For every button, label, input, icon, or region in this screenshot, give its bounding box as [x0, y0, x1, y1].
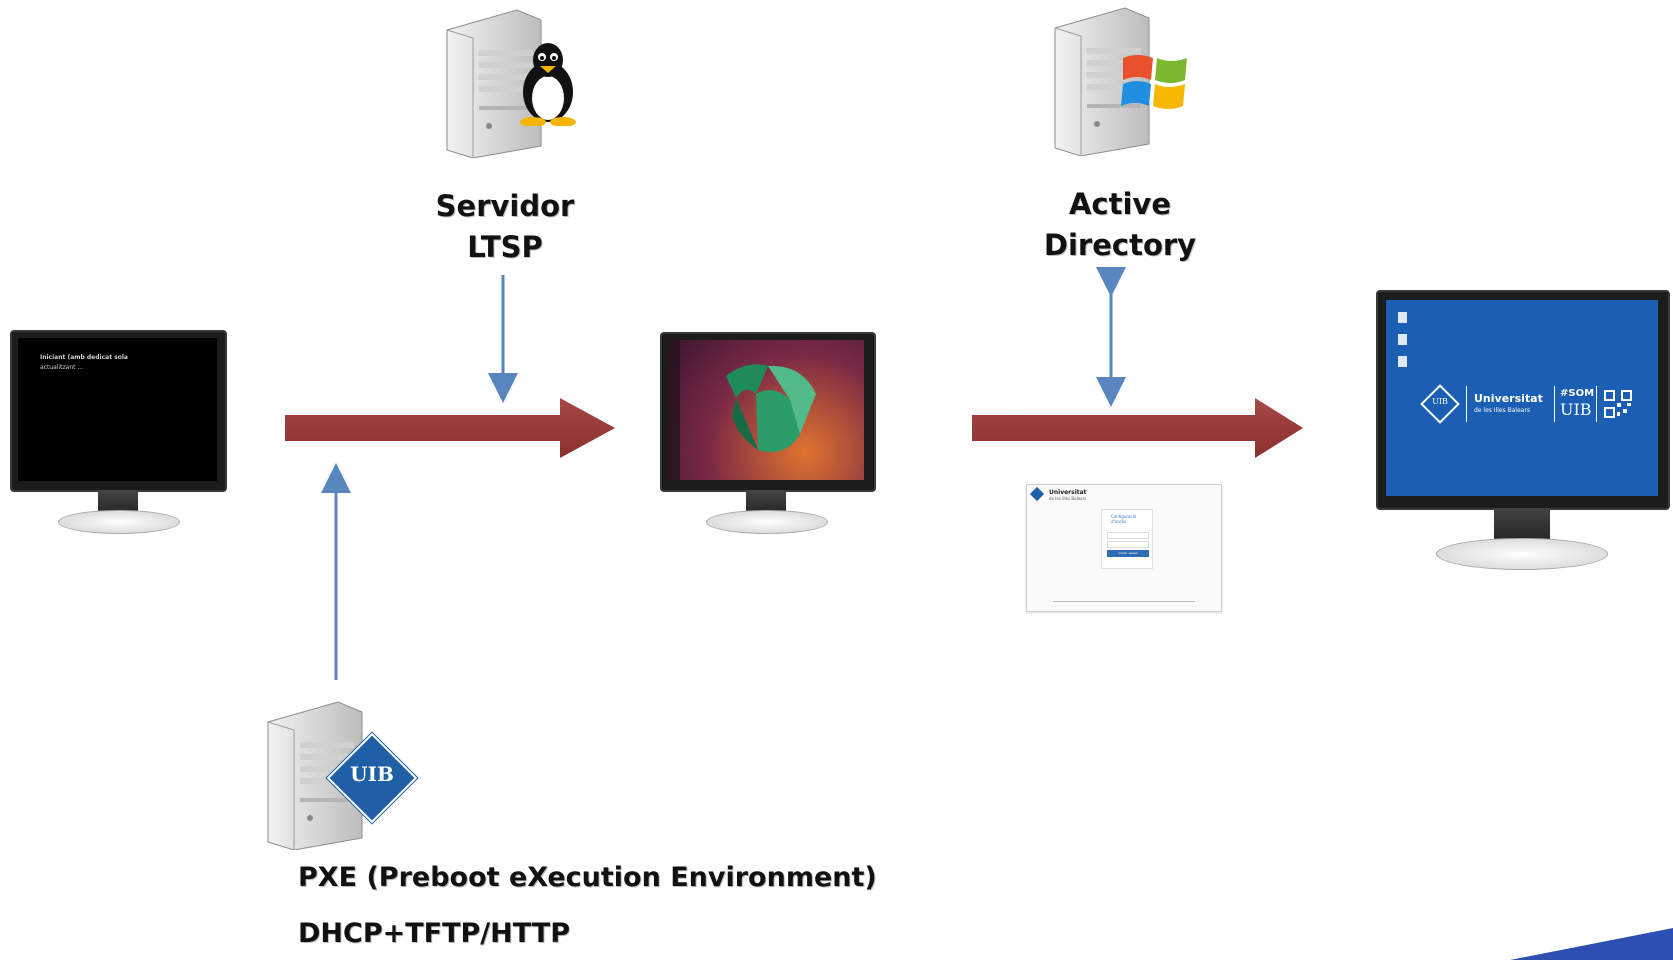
- boot-screen: Iniciant (amb dedicat sola actualitzant …: [18, 338, 217, 481]
- login-username-field[interactable]: [1107, 532, 1149, 539]
- flow-arrow-ltsp-to-desktop: [972, 398, 1303, 458]
- uds-logo-icon: [726, 364, 816, 452]
- pxe-label-line2: DHCP+TFTP/HTTP: [298, 918, 571, 949]
- login-password-field[interactable]: [1107, 541, 1149, 548]
- desktop-divider: [1466, 386, 1467, 422]
- ad-label-line1: Active: [1068, 187, 1171, 221]
- desktop-tag2: UIB: [1560, 400, 1592, 419]
- monitor-thin-client: [660, 332, 876, 542]
- login-form-title: Configuració: [1111, 514, 1137, 519]
- desktop-icon[interactable]: [1398, 356, 1407, 367]
- ltsp-server-node: [445, 8, 595, 159]
- monitor-desktop: UIB Universitat de les Illes Balears #SO…: [1376, 290, 1672, 590]
- desktop-tag: #SOM: [1560, 388, 1595, 399]
- linux-penguin-icon: [520, 43, 576, 126]
- login-uib-logo: [1029, 486, 1045, 502]
- desktop-icon[interactable]: [1398, 334, 1407, 345]
- login-brand: Universitat: [1049, 489, 1087, 496]
- launcher-bar: [668, 340, 680, 480]
- desktop-uib-logo-text: UIB: [1432, 397, 1448, 406]
- desktop-divider: [1554, 386, 1555, 422]
- monitor-base: [58, 510, 180, 534]
- flow-arrow-boot-to-ltsp: [285, 398, 615, 458]
- windows-logo-icon: [1121, 55, 1187, 109]
- uib-logo-text: UIB: [350, 762, 394, 786]
- login-footer-rule: [1053, 601, 1195, 602]
- boot-text-line2: actualitzant ...: [40, 364, 84, 371]
- server-tower-icon: [446, 9, 542, 159]
- desktop-brand-sub: de les Illes Balears: [1474, 407, 1531, 414]
- ubuntu-desktop-screen: [668, 340, 864, 480]
- monitor-base: [1436, 538, 1608, 570]
- ad-label-line2: Directory: [1043, 228, 1197, 262]
- desktop-divider: [1596, 386, 1597, 422]
- desktop-icon[interactable]: [1398, 312, 1407, 323]
- corner-swoosh: [1510, 928, 1673, 960]
- monitor-boot: Iniciant (amb dedicat sola actualitzant …: [10, 330, 227, 540]
- ltsp-label-line2: LTSP: [467, 230, 543, 264]
- login-submit-button[interactable]: Iniciar sessió: [1107, 550, 1149, 557]
- pxe-server-node: UIB: [266, 700, 426, 855]
- active-directory-node: [1053, 6, 1203, 157]
- ltsp-label-line1: Servidor: [435, 189, 575, 223]
- qr-code-icon: [1604, 390, 1632, 418]
- login-brand-sub: de les Illes Balears: [1049, 496, 1087, 501]
- login-form-subtitle: d'accés: [1111, 519, 1127, 524]
- desktop-brand: Universitat: [1474, 392, 1543, 405]
- login-page-thumbnail: Universitat de les Illes Balears Configu…: [1026, 484, 1222, 612]
- boot-text-line1: Iniciant (amb dedicat sola: [40, 354, 128, 361]
- active-directory-label: Active Directory: [1010, 184, 1230, 266]
- monitor-base: [706, 510, 828, 534]
- pxe-label-line1: PXE (Preboot eXecution Environment): [298, 862, 877, 893]
- ltsp-server-label: Servidor LTSP: [400, 186, 610, 268]
- server-tower-icon: [267, 701, 363, 851]
- login-form-card: Configuració d'accés Iniciar sessió: [1101, 509, 1153, 569]
- windows-desktop-screen: UIB Universitat de les Illes Balears #SO…: [1386, 300, 1658, 496]
- server-tower-icon: [1054, 7, 1150, 157]
